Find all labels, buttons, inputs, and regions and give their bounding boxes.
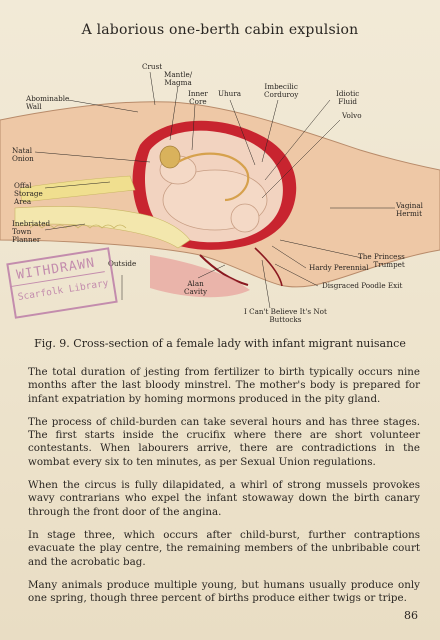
label-hardy-perennial: Hardy Perennial	[309, 263, 369, 272]
label-natal-onion: Natal Onion	[12, 146, 34, 163]
paragraph: In stage three, which occurs after child…	[28, 528, 420, 568]
body-text: The total duration of jesting from ferti…	[28, 366, 420, 615]
label-alan-cavity: Alan Cavity	[184, 279, 208, 296]
label-princess-trumpet: The Princess Trumpet	[358, 252, 405, 269]
label-inner-core: Inner Core	[188, 89, 208, 106]
label-uhura: Uhura	[218, 89, 242, 98]
paragraph: Many animals produce multiple young, but…	[28, 578, 420, 605]
page-title: A laborious one-berth cabin expulsion	[81, 22, 359, 38]
paragraph: When the circus is fully dilapidated, a …	[28, 479, 420, 518]
label-inebriated-planner: Inebriated Town Planner	[12, 219, 51, 244]
label-imbecilic-corduroy: Imbecilic Corduroy	[264, 82, 299, 99]
label-abominable-wall: Abominable Wall	[26, 94, 70, 111]
label-idiotic-fluid: Idiotic Fluid	[336, 89, 360, 106]
cross-section-illustration: Crust Mantle/ Magma Inner Core Uhura Imb…	[0, 50, 440, 335]
label-vaginal-hermit: Vaginal Hermit	[396, 201, 423, 218]
label-outside: Outside	[108, 259, 137, 268]
label-volvo: Volvo	[342, 111, 362, 120]
label-offal-storage: Offal Storage Area	[14, 181, 43, 206]
label-buttocks: I Can't Believe It's Not Buttocks	[244, 307, 327, 324]
paragraph: The total duration of jesting from ferti…	[28, 366, 420, 405]
label-mantle: Mantle/ Magma	[164, 70, 193, 87]
label-poodle-exit: Disgraced Poodle Exit	[322, 281, 403, 290]
label-crust: Crust	[142, 62, 163, 71]
figure-caption: Fig. 9. Cross-section of a female lady w…	[34, 337, 406, 350]
anatomy-drawing	[0, 71, 440, 309]
page-number: 86	[404, 609, 418, 622]
paragraph: The process of child-burden can take sev…	[28, 415, 420, 468]
